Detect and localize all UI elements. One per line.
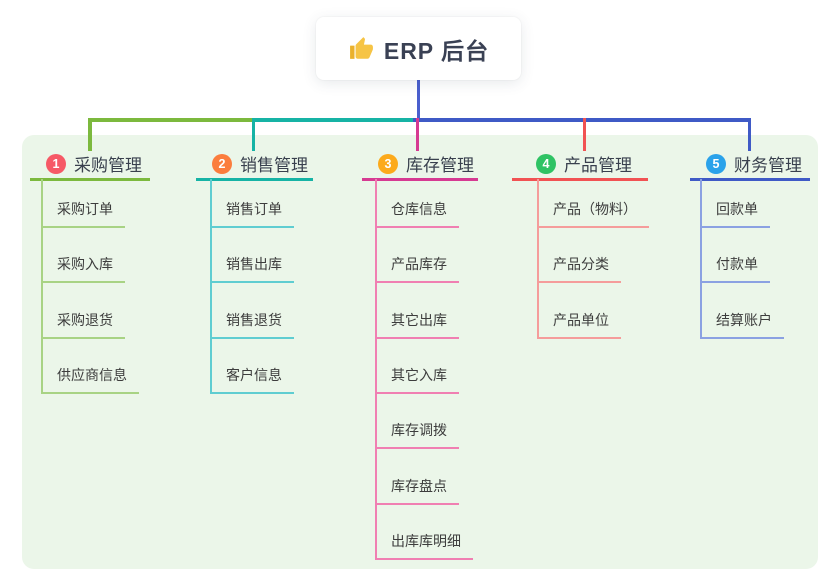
- connector-drop-sales: [251, 118, 255, 151]
- connector-child-rail: [700, 179, 702, 339]
- child-node-label: 客户信息: [226, 366, 282, 383]
- root-node-label: ERP 后台: [383, 37, 490, 64]
- connector-root-drop: [416, 80, 420, 118]
- child-node-label: 其它入库: [391, 366, 447, 383]
- child-node-label: 采购退货: [57, 311, 113, 328]
- connector-child-rail: [537, 179, 539, 339]
- child-node[interactable]: 销售订单: [210, 194, 294, 228]
- child-node-label: 其它出库: [391, 311, 447, 328]
- branch-title: 库存管理: [406, 156, 474, 175]
- connector-child-rail: [375, 179, 377, 560]
- child-node-label: 回款单: [716, 201, 758, 217]
- connector-child-rail: [210, 179, 212, 394]
- child-node[interactable]: 库存盘点: [375, 471, 459, 505]
- child-node[interactable]: 采购入库: [41, 249, 125, 284]
- child-node-label: 销售出库: [226, 256, 282, 273]
- child-node[interactable]: 产品库存: [375, 249, 459, 284]
- child-node-label: 采购订单: [57, 201, 113, 217]
- child-node-label: 付款单: [716, 256, 758, 273]
- child-node-label: 供应商信息: [57, 366, 127, 383]
- child-node-label: 产品库存: [391, 256, 447, 273]
- badge-number-4: 4: [536, 153, 556, 174]
- branch-title: 产品管理: [564, 156, 632, 175]
- connector-drop-purchase: [88, 118, 92, 151]
- child-node[interactable]: 客户信息: [210, 360, 294, 394]
- connector-drop-finance: [747, 118, 751, 151]
- branch-node-finance[interactable]: 5 财务管理: [690, 149, 810, 181]
- badge-number-3: 3: [378, 153, 398, 174]
- child-node[interactable]: 付款单: [700, 249, 770, 284]
- connector-drop-inventory: [415, 118, 419, 151]
- badge-number-2: 2: [212, 153, 232, 174]
- child-node[interactable]: 销售退货: [210, 305, 294, 339]
- child-node[interactable]: 供应商信息: [41, 360, 139, 394]
- root-node[interactable]: ERP 后台: [316, 17, 521, 80]
- connector-child-rail: [41, 179, 43, 394]
- child-node-label: 产品单位: [553, 311, 609, 328]
- child-node-label: 采购入库: [57, 256, 113, 273]
- child-node-label: 结算账户: [716, 311, 772, 328]
- child-node[interactable]: 结算账户: [700, 305, 784, 339]
- child-node-label: 产品分类: [553, 256, 609, 273]
- branch-title: 财务管理: [734, 156, 802, 175]
- connector-drop-product: [582, 118, 586, 151]
- child-node-label: 产品（物料）: [553, 201, 637, 217]
- branch-node-inventory[interactable]: 3 库存管理: [362, 149, 478, 181]
- child-node-label: 销售退货: [226, 311, 282, 328]
- branches-panel-background: [22, 135, 818, 569]
- branch-title: 销售管理: [240, 156, 308, 175]
- child-node-label: 库存调拨: [391, 422, 447, 439]
- child-node[interactable]: 产品单位: [537, 305, 621, 339]
- branch-title: 采购管理: [74, 156, 142, 175]
- child-node-label: 库存盘点: [391, 477, 447, 494]
- child-node-label: 仓库信息: [391, 201, 447, 217]
- branch-node-sales[interactable]: 2 销售管理: [196, 149, 313, 181]
- child-node[interactable]: 其它入库: [375, 360, 459, 394]
- badge-number-5: 5: [706, 153, 726, 174]
- child-node[interactable]: 回款单: [700, 194, 770, 228]
- child-node[interactable]: 产品分类: [537, 249, 621, 284]
- child-node[interactable]: 出库库明细: [375, 526, 473, 560]
- child-node[interactable]: 仓库信息: [375, 194, 459, 228]
- connector-bus-finance: [413, 118, 751, 122]
- child-node[interactable]: 销售出库: [210, 249, 294, 284]
- child-node[interactable]: 其它出库: [375, 305, 459, 339]
- connector-bus-purchase: [88, 118, 253, 122]
- branch-node-purchase[interactable]: 1 采购管理: [30, 149, 150, 181]
- child-node[interactable]: 产品（物料）: [537, 194, 649, 228]
- badge-number-1: 1: [46, 153, 66, 174]
- child-node[interactable]: 采购退货: [41, 305, 125, 339]
- connector-bus-sales: [253, 118, 413, 122]
- child-node[interactable]: 采购订单: [41, 194, 125, 228]
- branch-node-product[interactable]: 4 产品管理: [512, 149, 648, 181]
- child-node[interactable]: 库存调拨: [375, 415, 459, 450]
- child-node-label: 销售订单: [226, 201, 282, 217]
- thumbs-up-icon: [348, 36, 374, 62]
- child-node-label: 出库库明细: [391, 532, 461, 549]
